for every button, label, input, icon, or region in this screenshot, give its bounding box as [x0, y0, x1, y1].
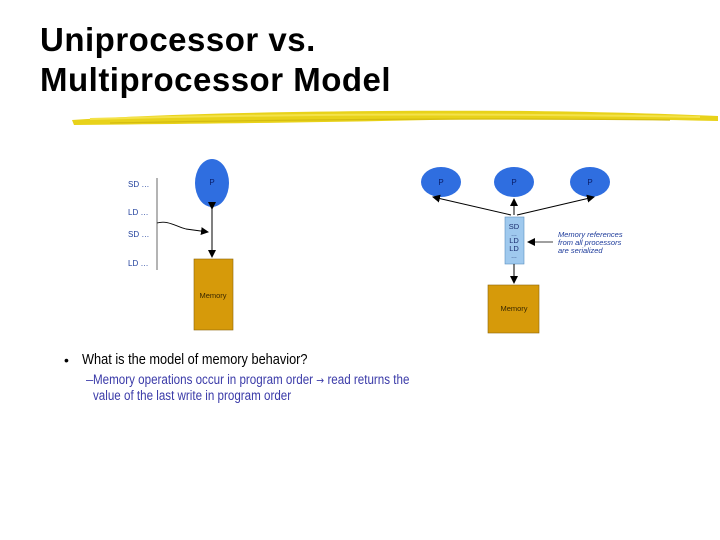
multiprocessor-diagram: P P P SD … LD LD … Memory Memory referen…	[421, 167, 623, 334]
sub-bullet-line-2: value of the last write in program order	[93, 388, 292, 403]
mp-note-line-3: are serialized	[558, 246, 603, 255]
bullet-list: • What is the model of memory behavior? …	[64, 352, 410, 403]
sub-bullet-part-1: Memory operations occur in program order	[93, 372, 314, 387]
slide-title-line-2: Multiprocessor Model	[40, 61, 392, 98]
sub-bullet-text: Memory operations occur in program order…	[93, 372, 409, 403]
sub-bullet-item: – Memory operations occur in program ord…	[86, 372, 410, 403]
mp-processor-1-label: P	[438, 178, 443, 187]
uni-memory	[193, 258, 234, 331]
slide-title: Uniprocessor vs. Multiprocessor Model	[40, 20, 391, 100]
mp-note-line-2: from all processors	[558, 238, 622, 247]
uni-memory-label: Memory	[199, 291, 226, 300]
mp-processor-1	[421, 167, 461, 197]
uni-op-ld-1: LD …	[128, 208, 148, 217]
mp-queue-item-5: …	[511, 254, 517, 260]
sub-bullet-marker: –	[86, 372, 94, 387]
slide-title-line-1: Uniprocessor vs.	[40, 21, 316, 58]
mp-queue-item-1: SD	[509, 222, 520, 231]
bullet-text: What is the model of memory behavior?	[82, 352, 308, 368]
uni-op-stream-arrow	[156, 221, 209, 236]
mp-memory	[487, 284, 540, 334]
mp-link-3	[516, 194, 595, 216]
right-arrow-icon: →	[316, 374, 325, 387]
uni-processor-label: P	[209, 178, 214, 187]
mp-link-1	[432, 194, 512, 216]
mp-queue-item-3: LD	[509, 236, 519, 245]
mp-processor-3	[570, 167, 610, 197]
mp-note-line-1: Memory references	[558, 230, 623, 239]
title-underline	[72, 110, 718, 125]
mp-queue-item-2: …	[511, 232, 517, 238]
uniprocessor-diagram: SD … LD … SD … LD … P Memory	[128, 159, 234, 331]
sub-bullet-part-2: read returns the	[327, 372, 410, 387]
mp-memory-label: Memory	[500, 304, 527, 313]
bullet-marker: •	[64, 352, 69, 368]
uni-op-ld-2: LD …	[128, 259, 148, 268]
bullet-item: • What is the model of memory behavior?	[64, 352, 404, 369]
uni-op-sd-2: SD …	[128, 230, 149, 239]
uni-op-sd-1: SD …	[128, 180, 149, 189]
mp-processor-3-label: P	[587, 178, 592, 187]
mp-processor-2	[494, 167, 534, 197]
uni-processor	[195, 159, 229, 207]
mp-queue-item-4: LD	[509, 244, 519, 253]
mp-processor-2-label: P	[511, 178, 516, 187]
